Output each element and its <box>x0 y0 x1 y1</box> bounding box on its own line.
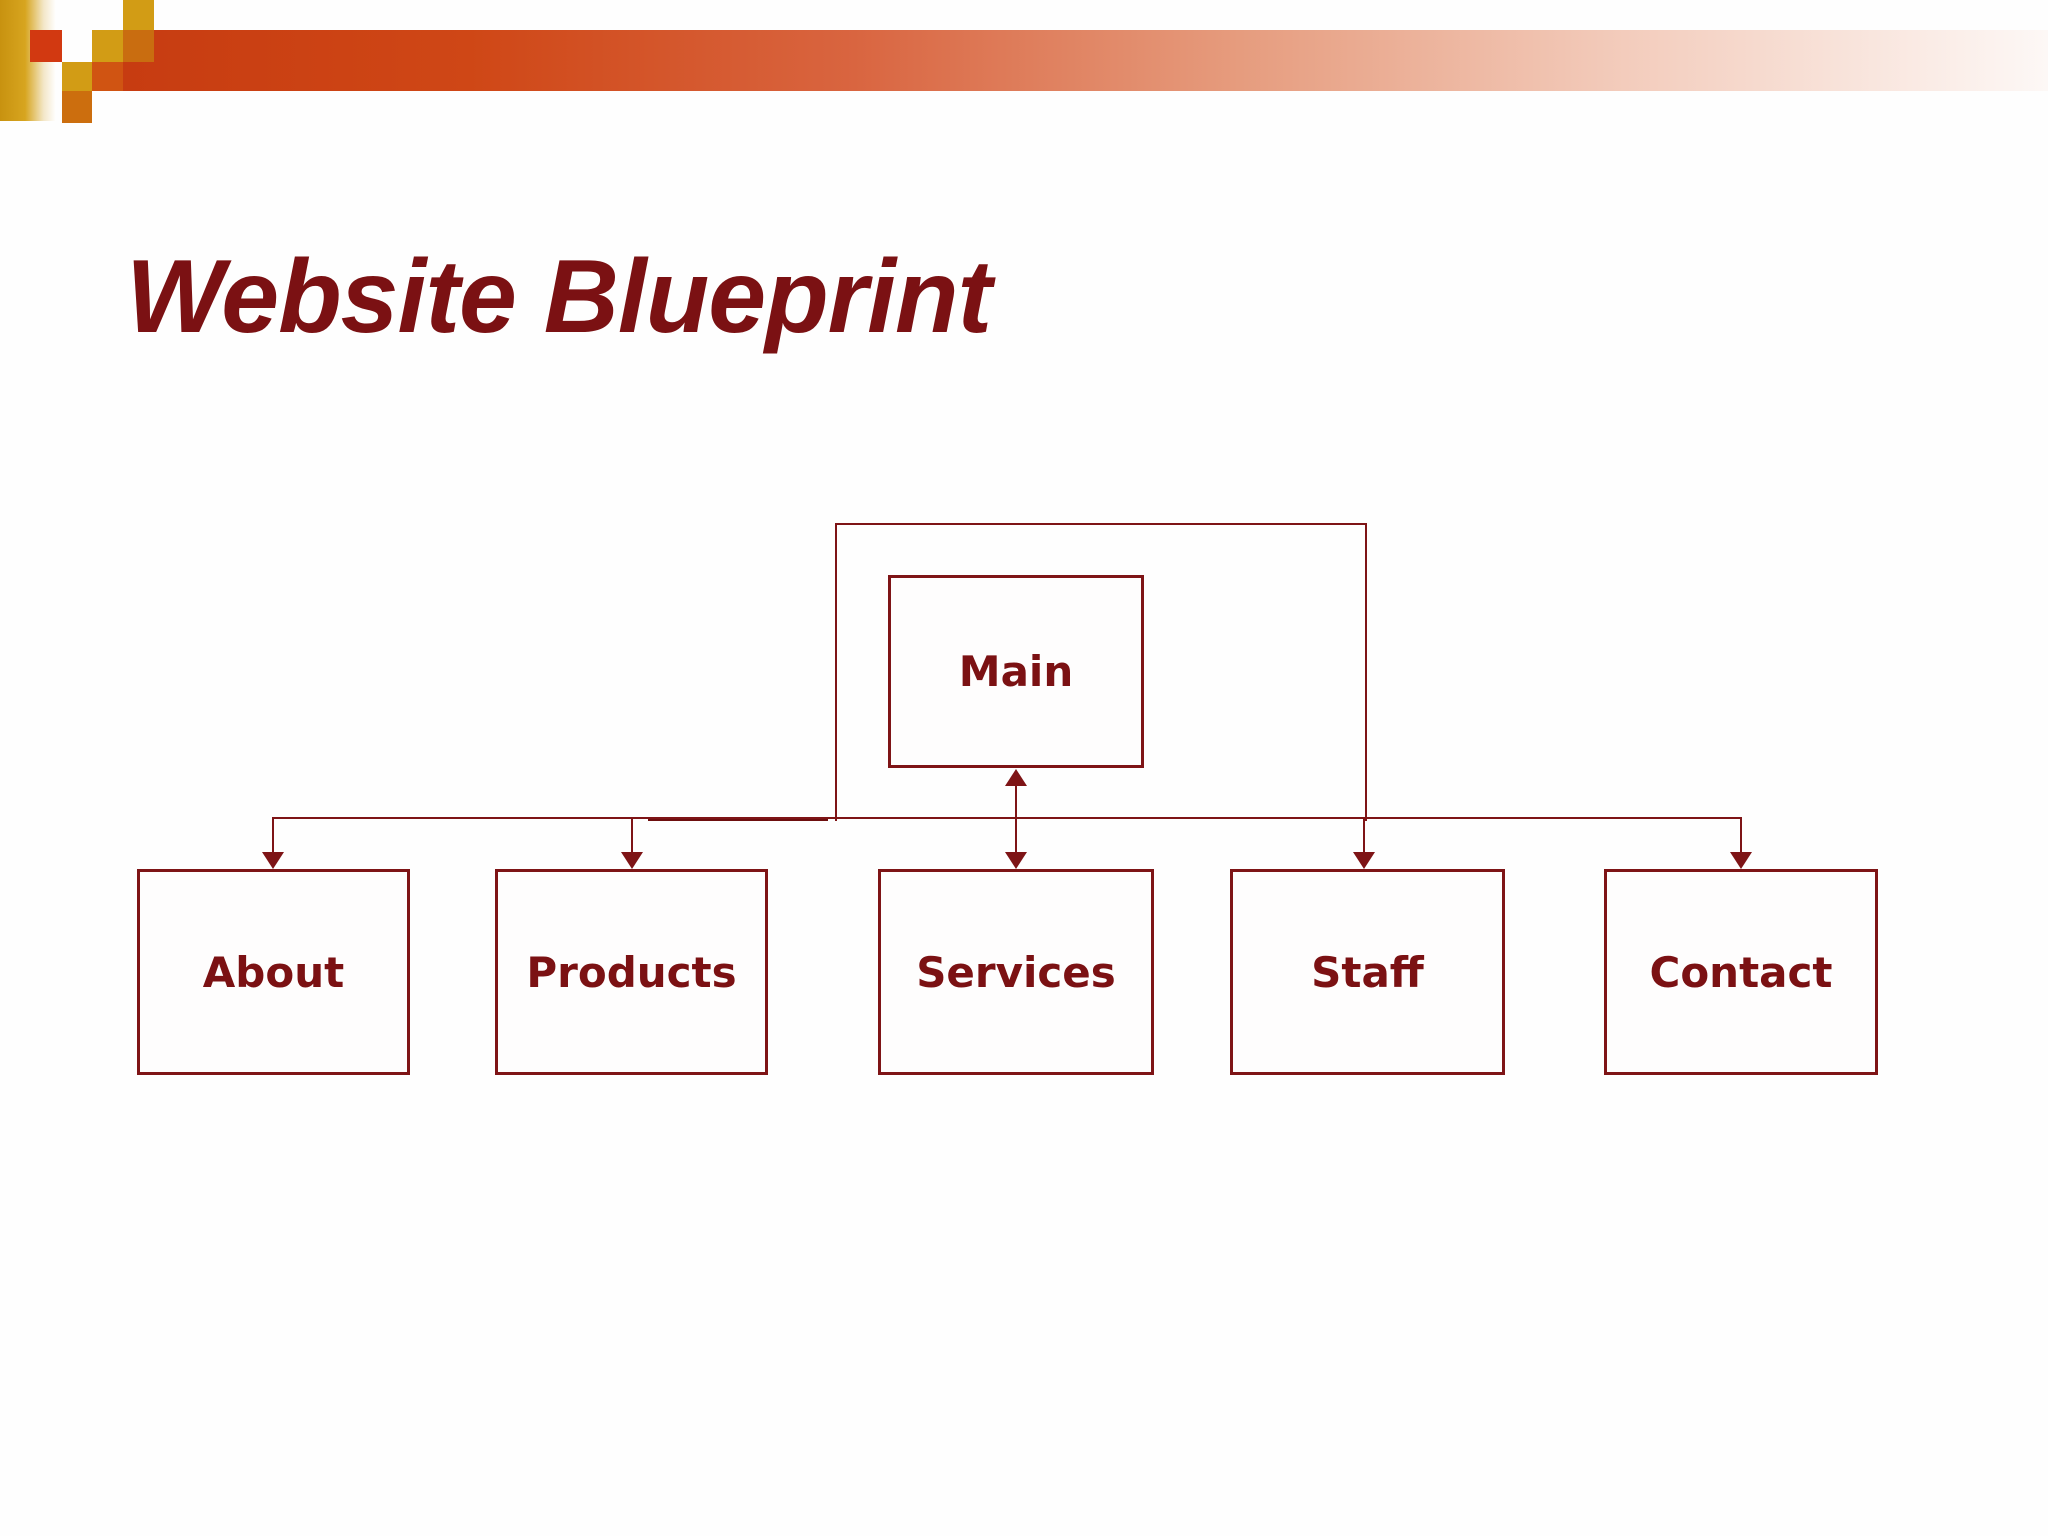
connector-drop-staff <box>1363 818 1365 854</box>
node-products: Products <box>495 869 768 1075</box>
node-main: Main <box>888 575 1144 768</box>
node-contact: Contact <box>1604 869 1878 1075</box>
node-about: About <box>137 869 410 1075</box>
connector-trunk-line <box>272 817 1742 819</box>
arrowhead-down-services-icon <box>1005 852 1027 869</box>
decor-square <box>92 30 123 62</box>
decor-square <box>30 30 62 62</box>
node-services-label: Services <box>916 947 1116 997</box>
node-products-label: Products <box>526 947 737 997</box>
decor-square <box>62 91 92 123</box>
arrowhead-up-main-icon <box>1005 769 1027 786</box>
arrowhead-down-staff-icon <box>1353 852 1375 869</box>
arrowhead-down-contact-icon <box>1730 852 1752 869</box>
node-about-label: About <box>202 947 345 997</box>
node-staff: Staff <box>1230 869 1505 1075</box>
connector-outer-frame <box>835 523 1367 821</box>
decor-square <box>92 62 123 91</box>
node-staff-label: Staff <box>1311 947 1424 997</box>
decor-square <box>123 0 154 31</box>
decor-square <box>62 62 92 91</box>
decor-square <box>123 30 154 62</box>
arrowhead-down-about-icon <box>262 852 284 869</box>
node-contact-label: Contact <box>1649 947 1833 997</box>
connector-trunk-line-overlap <box>648 819 828 821</box>
arrowhead-down-products-icon <box>621 852 643 869</box>
connector-drop-contact <box>1740 818 1742 854</box>
header-gradient-bar <box>123 30 2048 91</box>
connector-drop-products <box>631 818 633 854</box>
page-title: Website Blueprint <box>126 239 992 355</box>
node-services: Services <box>878 869 1154 1075</box>
connector-main-services <box>1015 784 1017 854</box>
connector-drop-about <box>272 818 274 854</box>
node-main-label: Main <box>958 647 1074 696</box>
